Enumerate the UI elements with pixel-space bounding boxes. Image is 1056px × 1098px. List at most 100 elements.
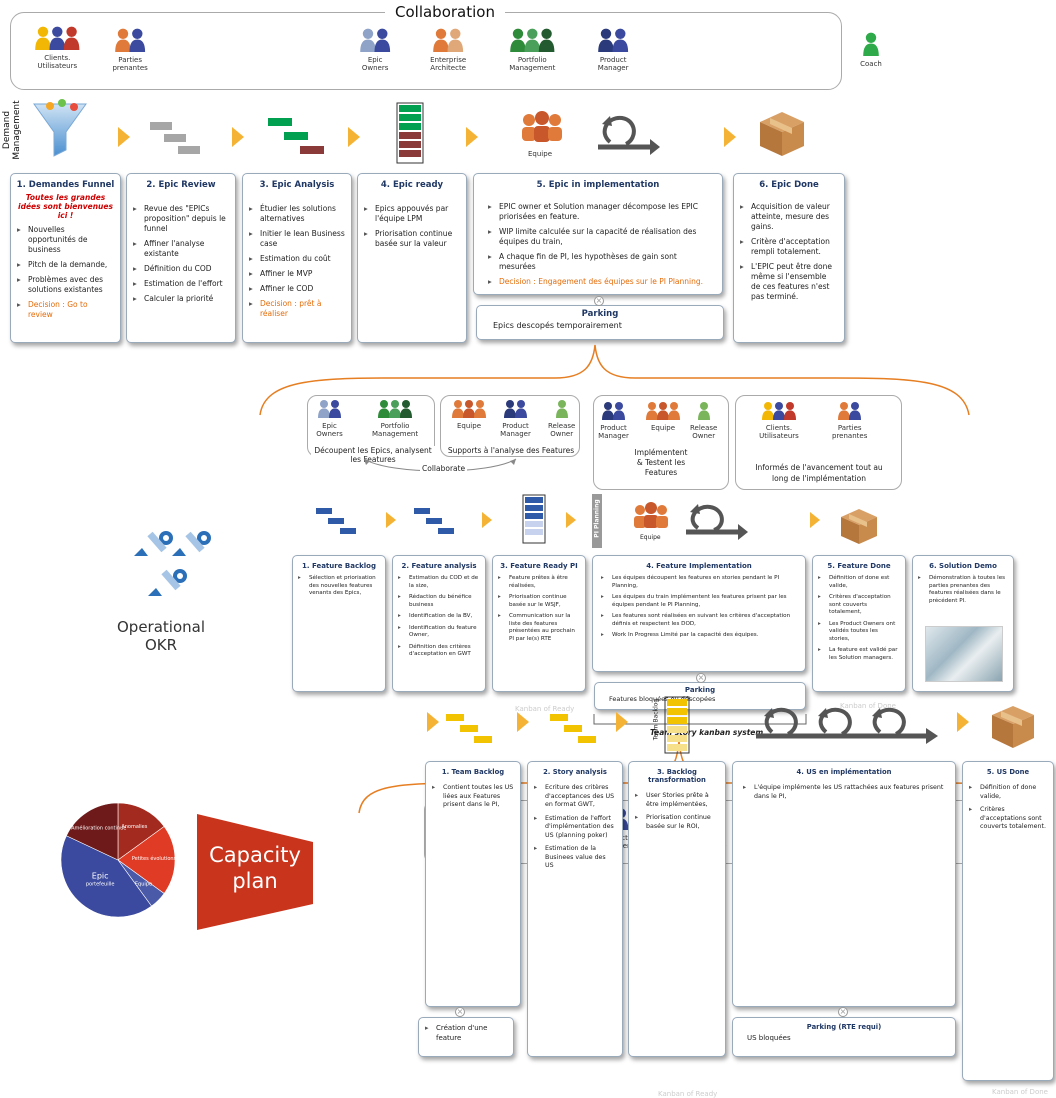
stage-epic-analysis: 3. Epic Analysis Étudier les solutions a…	[242, 173, 352, 343]
product-manager-icon	[598, 400, 629, 424]
list-item: Les équipes découpent les features en st…	[601, 575, 797, 590]
us-implementation-card: 4. US en implémentation L'équipe impléme…	[732, 761, 956, 1007]
list-item: Epics appouvés par l'équipe LPM	[364, 204, 460, 224]
okr-targets-icon	[134, 531, 211, 596]
pi-planning-label: PI Planning	[593, 499, 601, 538]
role-label: Equipe	[651, 424, 675, 432]
list-item: Démonstration à toutes les parties prena…	[918, 575, 1008, 605]
parking-item: Epics descopés temporairement	[493, 321, 622, 330]
creation-feature-card: Création d'une feature	[418, 1017, 514, 1057]
stage-items: User Stories prête à être implémentées, P…	[635, 792, 719, 831]
collaborate-label: Collaborate	[420, 464, 468, 473]
epic-owners-icon	[355, 26, 395, 56]
flow-arrow-icon	[616, 712, 628, 732]
flow-arrow-icon	[386, 512, 396, 528]
kanban-done-caption: Kanban of Done	[840, 702, 896, 710]
list-item: Nouvelles opportunités de business	[17, 225, 114, 255]
role-epic-owners: Epic Owners	[314, 398, 345, 438]
feature-analysis-card: 2. Feature analysis Estimation du COD et…	[392, 555, 486, 692]
feature-ready-stack-icon	[522, 494, 546, 544]
flow-arrow-icon	[517, 712, 529, 732]
decision-item: Decision : prêt à réaliser	[249, 299, 345, 319]
demo-photo-image	[925, 626, 1003, 682]
role-label: Portfolio Management	[509, 56, 556, 72]
stage-items: Sélection et priorisation des nouvelles …	[298, 575, 380, 598]
group2-caption: Supports à l'analyse des Features	[447, 446, 575, 455]
role-label: Product Manager	[598, 424, 629, 440]
pie-label: portefeuille	[86, 882, 115, 888]
pie-slice	[66, 802, 119, 861]
team-icon	[448, 398, 490, 422]
list-item: Estimation de l'effort d'implémentation …	[534, 815, 616, 841]
list-item: Critères d'acceptation sont couverts tot…	[818, 594, 900, 617]
flow-arrow-icon	[724, 127, 736, 147]
role-coach: Coach	[858, 30, 884, 68]
team-backlog-card: 1. Team Backlog Contient toutes les US l…	[425, 761, 521, 1007]
epic-owners-icon	[314, 398, 345, 422]
stage-title: 2. Epic Review	[146, 180, 216, 190]
role-portfolio: Portfolio Management	[372, 398, 418, 438]
team-story-caption: Team story kanban system	[650, 728, 764, 737]
feature-implementation-card: 4. Feature Implementation Les équipes dé…	[592, 555, 806, 672]
story-analysis-blocks-icon	[550, 714, 596, 743]
group-informed	[735, 395, 902, 490]
team-label: Equipe	[528, 150, 552, 158]
list-item: Les features sont réalisées en suivant l…	[601, 613, 797, 628]
stage-title: 6. Solution Demo	[929, 562, 997, 570]
list-item: Affiner le COD	[249, 284, 345, 294]
list-item: Feature prêtes à être réalisées,	[498, 575, 580, 590]
list-item: Rédaction du bénéfice business	[398, 594, 480, 609]
role-product-manager: Product Manager	[593, 26, 633, 72]
role-product-manager: Product Manager	[500, 398, 531, 438]
box-done-icon	[841, 509, 877, 544]
stage-items: Définition of done est valide,Critères d…	[818, 575, 900, 662]
role-label: Parties prenantes	[832, 424, 868, 440]
stage-title: 3. Backlog transformation	[648, 768, 706, 784]
role-label: Enterprise Architecte	[430, 56, 467, 72]
list-item: Communication sur la liste des features …	[498, 613, 580, 643]
pie-label: Equipe	[135, 881, 152, 887]
flow-arrow-icon	[232, 127, 244, 147]
role-stakeholders: Parties prenantes	[832, 400, 867, 440]
list-item: Contient toutes les US liées aux Feature…	[432, 784, 514, 810]
stage-title: 1. Demandes Funnel	[16, 180, 115, 190]
list-item: Priorisation continue basée sur la valeu…	[364, 229, 460, 249]
role-label: Portfolio Management	[372, 422, 419, 438]
team-icon	[642, 400, 684, 424]
stage-items: Estimation du COD et de la size, Rédactio…	[398, 575, 480, 659]
stakeholders-icon	[110, 26, 150, 56]
role-label: Product Manager	[500, 422, 531, 438]
feature-analysis-blocks-icon	[414, 508, 454, 534]
connector-icon: ×	[838, 1007, 848, 1017]
stage-title: 4. US en implémentation	[796, 768, 892, 776]
epic-review-blocks-icon	[150, 122, 200, 154]
list-item: Définition des critères d'acceptation en…	[398, 644, 480, 659]
role-label: Equipe	[457, 422, 481, 430]
list-item: Estimation de la Businees value des US	[534, 845, 616, 871]
sprint-cycle-icon	[686, 504, 748, 540]
role-label: Epic Owners	[316, 422, 343, 438]
role-team: Equipe	[642, 400, 684, 432]
flow-arrow-icon	[118, 127, 130, 147]
stage-items: L'équipe implémente les US rattachées au…	[743, 784, 945, 801]
stage-title: 1. Feature Backlog	[302, 562, 376, 570]
list-item: Estimation de l'effort	[133, 279, 229, 289]
stage-title: 2. Story analysis	[543, 768, 607, 776]
architect-icon	[428, 26, 468, 56]
list-item: Affiner l'analyse existante	[133, 239, 229, 259]
list-item: Problèmes avec des solutions existantes	[17, 275, 114, 295]
okr-label: Operational OKR	[116, 618, 205, 654]
sprint-cycle-icon	[598, 115, 660, 155]
list-item: Priorisation continue basée sur le ROI,	[635, 814, 719, 831]
pi-planning-bar	[592, 494, 602, 548]
stage-items: Ecriture des critères d'acceptances des …	[534, 784, 616, 871]
sprint-cycles-icon	[756, 707, 938, 744]
story-analysis-card: 2. Story analysis Ecriture des critères …	[527, 761, 623, 1057]
list-item: Estimation du COD et de la size,	[398, 575, 480, 590]
pie-label: Amélioration continue	[71, 825, 126, 832]
epic-analysis-blocks-icon	[268, 118, 324, 154]
connector-icon: ×	[455, 1007, 465, 1017]
portfolio-icon	[374, 398, 416, 422]
parking-us: Parking (RTE requi) US bloquées	[732, 1017, 956, 1057]
list-item: User Stories prête à être implémentées,	[635, 792, 719, 809]
